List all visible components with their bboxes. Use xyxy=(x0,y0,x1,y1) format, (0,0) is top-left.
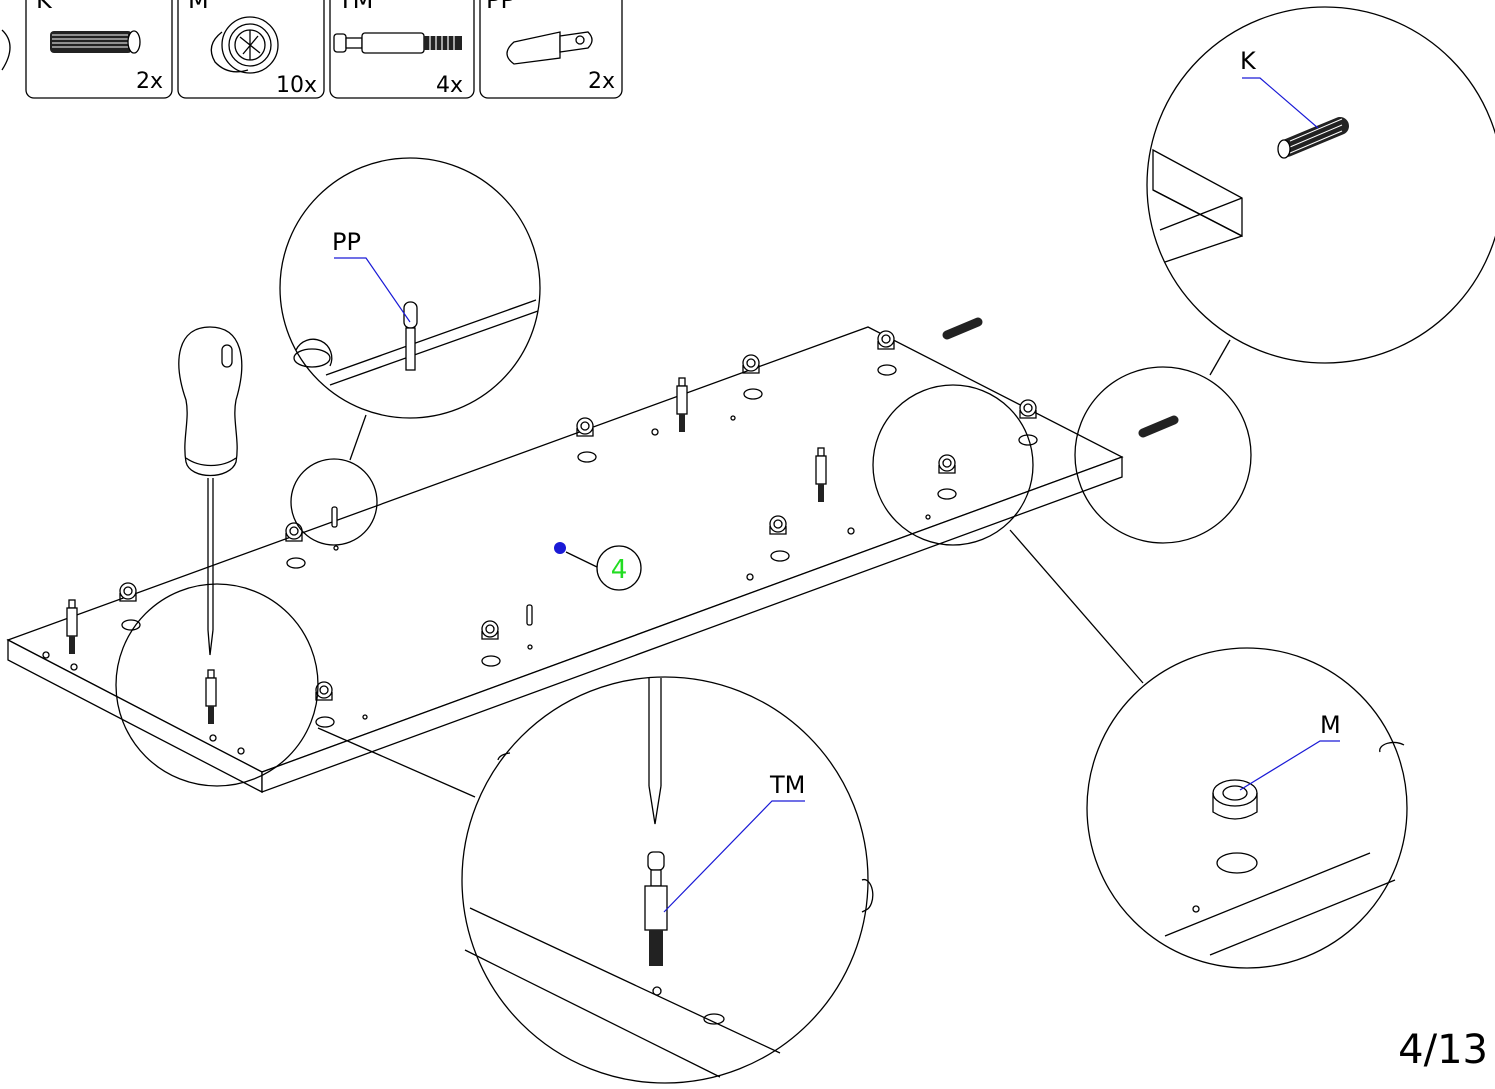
legend-tm-qty: 4x xyxy=(436,73,463,98)
cam-lock xyxy=(769,515,787,535)
zoom-pp: PP xyxy=(279,157,541,419)
dowel-icon xyxy=(50,30,141,54)
panel-shelf-pins xyxy=(331,506,533,626)
cam-lock xyxy=(938,454,956,474)
cam-lock xyxy=(315,681,333,701)
shelf-pin-icon xyxy=(506,31,593,65)
cam-bolt xyxy=(676,377,688,432)
detail-circles xyxy=(115,339,1252,798)
zoom-m: M xyxy=(1086,647,1408,969)
legend-m-code: M xyxy=(188,0,209,14)
legend-box-pp: PP 2x xyxy=(479,0,623,99)
cam-lock xyxy=(576,417,594,437)
cam-lock xyxy=(119,582,137,602)
cam-lock xyxy=(481,620,499,640)
zoom-tm: TM xyxy=(461,676,874,1084)
cam-lock xyxy=(742,354,760,374)
page-number: 4/13 xyxy=(1398,1027,1488,1073)
cam-bolt xyxy=(66,599,78,654)
k-detail-ring xyxy=(1074,366,1252,544)
callout-m-label: M xyxy=(1320,711,1341,739)
cam-bolt-detail xyxy=(644,851,668,966)
legend-box-k: K 2x xyxy=(25,0,173,99)
panel-cam-locks xyxy=(119,330,1037,701)
cam-lock xyxy=(877,330,895,350)
legend-tm-code: TM xyxy=(337,0,373,14)
step-marker-dot xyxy=(554,542,566,554)
panel-side-edge xyxy=(261,456,1123,793)
cam-bolt xyxy=(205,669,217,724)
callout-tm-label: TM xyxy=(769,771,805,799)
panel-dowels xyxy=(942,317,1179,438)
legend-box-tm: TM 4x xyxy=(329,0,475,99)
cam-bolt-icon xyxy=(333,32,462,54)
step-number-circle xyxy=(596,545,642,591)
legend-m-qty: 10x xyxy=(276,73,317,98)
cam-lock-icon xyxy=(210,16,279,74)
cam-bolt xyxy=(815,447,827,502)
panel-holes xyxy=(42,364,1038,755)
panel-cam-bolts xyxy=(66,377,827,724)
legend-pp-code: PP xyxy=(486,0,515,14)
legend-k-code: K xyxy=(36,0,53,14)
zoom-k: K xyxy=(1146,6,1495,364)
legend-pp-qty: 2x xyxy=(588,69,615,94)
screwdriver-icon xyxy=(178,326,243,656)
parts-legend: K 2x M 10x xyxy=(1,0,623,99)
legend-box-m: M 10x xyxy=(177,0,325,99)
screwdriver-tip xyxy=(648,678,662,825)
legend-edge-mark xyxy=(1,29,11,71)
callout-pp-label: PP xyxy=(332,228,361,256)
tm-detail-ring xyxy=(115,583,319,787)
callout-k-label: K xyxy=(1240,47,1257,75)
legend-k-qty: 2x xyxy=(136,69,163,94)
m-detail-ring xyxy=(872,384,1034,546)
step-number: 4 xyxy=(611,555,628,585)
pp-detail-ring xyxy=(290,458,378,546)
step-marker: 4 xyxy=(554,542,642,591)
cam-lock xyxy=(1019,399,1037,419)
